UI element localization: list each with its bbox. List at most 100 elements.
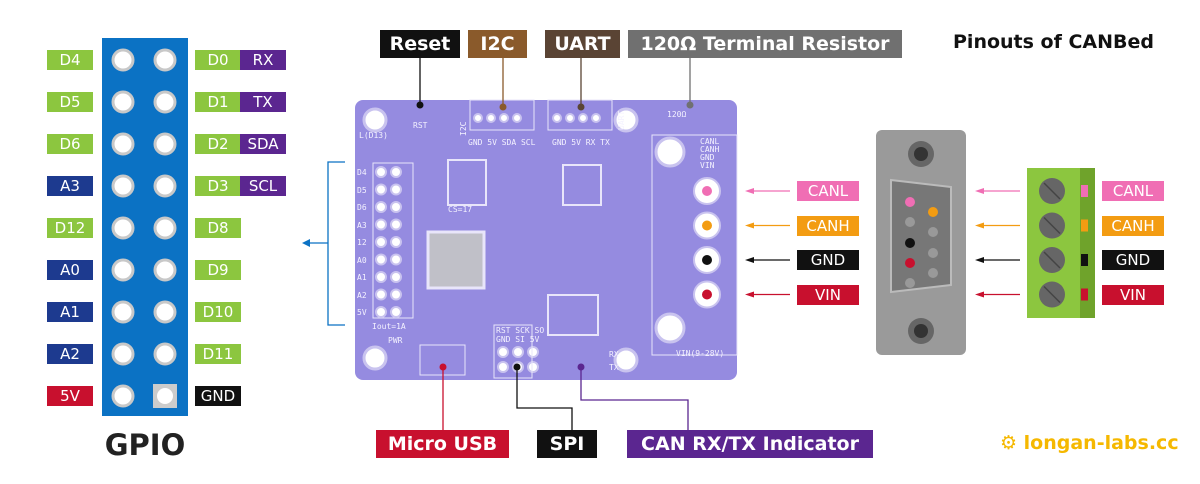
gpio-label-left: A3: [47, 176, 93, 196]
board-silk-label: RST: [413, 121, 428, 130]
db9-pin: [905, 278, 915, 288]
can-label: CANH: [1102, 215, 1164, 236]
board-pin: [390, 166, 402, 178]
gpio-label-left: D12: [47, 218, 93, 238]
gpio-label-right: D11: [195, 344, 241, 364]
top-label: UART: [545, 30, 620, 58]
gpio-function-label: SCL: [240, 176, 286, 196]
top-label: 120Ω Terminal Resistor: [628, 30, 902, 58]
db9-pin: [928, 248, 938, 258]
board-silk-label: GND 5V SDA SCL: [468, 138, 536, 147]
mcu-chip: [426, 230, 486, 290]
top-label: I2C: [468, 30, 527, 58]
can-label: GND: [1102, 250, 1164, 270]
spi-header: [493, 324, 533, 379]
gpio-label-left: A0: [47, 260, 93, 280]
gpio-function-label: SDA: [240, 134, 286, 154]
board-silk-label: UART: [617, 110, 626, 130]
arrow-icon: [975, 257, 984, 263]
gpio-function-label: RX: [240, 50, 286, 70]
board-pin: [390, 183, 402, 196]
can-label: CANL: [797, 181, 859, 201]
board-pin: [375, 253, 387, 266]
gpio-label-right: GND: [195, 386, 241, 406]
board-gpio-silk-label: D5: [357, 185, 367, 195]
board-pin: [375, 236, 387, 248]
db9-pin-vin: [905, 258, 915, 268]
regulator: [547, 294, 599, 336]
board-silk-label: GND: [700, 153, 715, 162]
bottom-label: Micro USB: [376, 430, 509, 458]
db9-screws: [908, 141, 934, 344]
gpio-title: GPIO: [104, 428, 186, 462]
db9-pin: [928, 268, 938, 278]
board-pin: [390, 218, 402, 231]
board-silk-label: 120Ω: [667, 110, 687, 119]
pcb-board: [355, 100, 737, 380]
board-gpio-silk-label: A2: [357, 290, 367, 300]
board-can-pin: [702, 255, 712, 265]
gpio-label-left: A2: [47, 344, 93, 364]
gpio-label-left: A1: [47, 302, 93, 322]
board-silk-label: RST SCK SO: [496, 326, 545, 335]
board-silk-label: TX: [609, 363, 619, 372]
board-gpio-silk-label: A0: [357, 255, 367, 265]
arrow-icon: [745, 291, 754, 298]
bottom-label: CAN RX/TX Indicator: [627, 430, 873, 458]
arrow-icon: [975, 188, 984, 194]
page-title: Pinouts of CANBed: [953, 31, 1155, 53]
gpio-bracket: [327, 161, 345, 326]
board-pin: [375, 166, 387, 178]
can-label: GND: [797, 250, 859, 270]
arrow-icon: [975, 291, 984, 298]
gpio-label-left: D5: [47, 92, 93, 112]
db9-pin-canl: [905, 197, 915, 207]
gpio-label-left: 5V: [47, 386, 93, 406]
gpio-label-right: D1: [195, 92, 241, 112]
board-pin: [375, 218, 387, 231]
top-label: Reset: [380, 30, 460, 58]
gpio-pin: [153, 216, 177, 240]
board-pin: [390, 236, 402, 248]
can-label: VIN: [1102, 284, 1164, 305]
board-gpio-silk-label: 5V: [357, 308, 367, 317]
board-silk-label: PWR: [388, 336, 403, 345]
arrow-icon: [745, 257, 754, 263]
can-label: VIN: [797, 284, 859, 305]
board-silk-label: GND SI 5V: [496, 335, 540, 344]
gpio-pin: [153, 300, 177, 324]
board-gpio-silk-label: D6: [357, 203, 367, 212]
gpio-pin: [111, 132, 135, 156]
gpio-label-left: D6: [47, 134, 93, 154]
board-gpio-silk-label: D4: [357, 168, 367, 177]
can-controller-chip: [447, 159, 487, 206]
gpio-pin: [153, 48, 177, 72]
gpio-pin: [153, 258, 177, 282]
gpio-pin: [111, 90, 135, 114]
gpio-label-right: D9: [195, 260, 241, 280]
gpio-pin: [111, 258, 135, 282]
board-silk-label: CANL: [700, 137, 720, 146]
can-terminal-outline: [651, 134, 738, 356]
db9-pin: [905, 217, 915, 227]
gpio-label-right: D3: [195, 176, 241, 196]
board-silk-label: GND 5V RX TX: [552, 138, 610, 147]
gpio-label-left: D4: [47, 50, 93, 70]
gpio-pin: [153, 174, 177, 198]
gpio-pin: [111, 384, 135, 408]
board-pin: [390, 288, 402, 301]
uart-connector: [547, 99, 613, 131]
gpio-label-right: D8: [195, 218, 241, 238]
board-gpio-silk-label: 12: [357, 238, 367, 247]
board-silk-label: VIN(9-28V): [676, 349, 725, 358]
gpio-pin: [111, 216, 135, 240]
gpio-label-right: D0: [195, 50, 241, 70]
can-transceiver-chip: [562, 164, 602, 206]
board-gpio-silk-label: A3: [357, 220, 367, 230]
gpio-pin: [153, 90, 177, 114]
gpio-pin: [153, 132, 177, 156]
db9-pin: [928, 227, 938, 237]
board-silk-label: CANH: [700, 145, 720, 154]
can-label: CANH: [797, 215, 859, 236]
board-silk-label: L(D13): [359, 131, 388, 140]
